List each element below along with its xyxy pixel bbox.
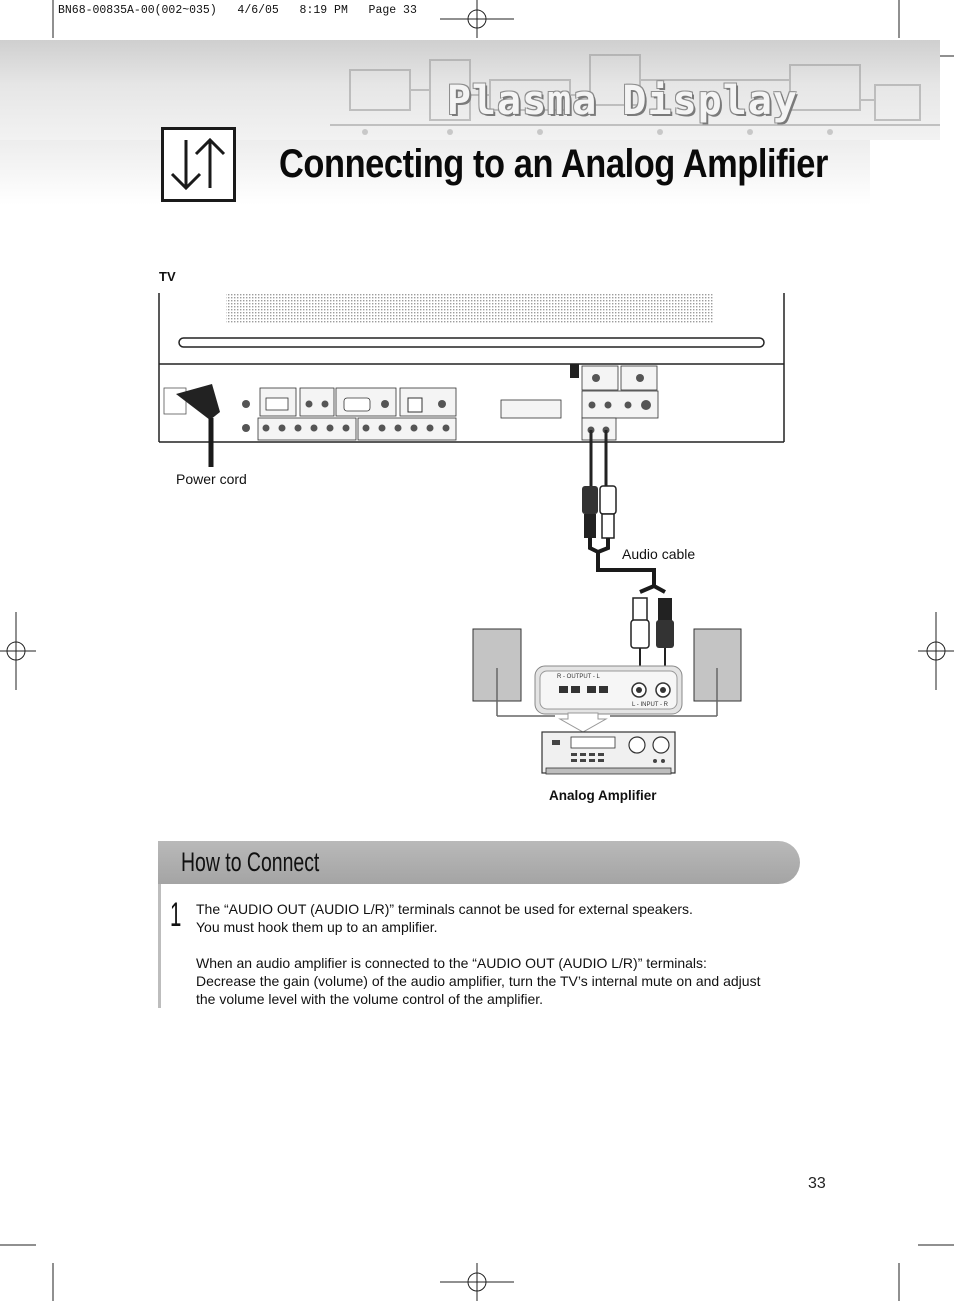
instruction-line: Decrease the gain (volume) of the audio … xyxy=(196,973,761,989)
instruction-line: The “AUDIO OUT (AUDIO L/R)” terminals ca… xyxy=(196,901,693,917)
amp-output-label: R - OUTPUT - L xyxy=(557,674,600,680)
how-to-connect-rule xyxy=(158,884,161,1008)
audio-cable-label: Audio cable xyxy=(622,546,696,562)
tv-label: TV xyxy=(159,269,176,284)
amplifier-terminal-panel xyxy=(534,665,683,733)
circuit-board-pattern xyxy=(330,54,940,135)
speakers xyxy=(472,628,742,717)
section-title: Plasma Display xyxy=(446,78,798,124)
how-to-connect-bar xyxy=(158,841,800,884)
power-cord-label: Power cord xyxy=(176,471,247,487)
connection-arrows-icon xyxy=(161,127,236,202)
audio-cable xyxy=(582,430,674,688)
print-slug: BN68-00835A-00(002~035) 4/6/05 8:19 PM P… xyxy=(58,4,417,17)
amp-input-label: L - INPUT - R xyxy=(632,702,669,708)
power-cord xyxy=(176,384,220,467)
how-to-connect-heading: How to Connect xyxy=(181,847,320,877)
amplifier-unit xyxy=(541,731,676,775)
arrows-icon xyxy=(170,137,226,191)
instruction-line: the volume level with the volume control… xyxy=(196,991,544,1007)
instruction-line: When an audio amplifier is connected to … xyxy=(196,955,707,971)
step-number: 1 xyxy=(170,896,182,934)
instruction-line: You must hook them up to an amplifier. xyxy=(196,919,438,935)
tv-rear-panel xyxy=(158,293,785,443)
amplifier-label: Analog Amplifier xyxy=(549,788,657,803)
connection-diagram xyxy=(158,293,785,775)
page-number: 33 xyxy=(808,1175,826,1192)
page-title: Connecting to an Analog Amplifier xyxy=(279,142,828,186)
title-band xyxy=(0,140,870,205)
